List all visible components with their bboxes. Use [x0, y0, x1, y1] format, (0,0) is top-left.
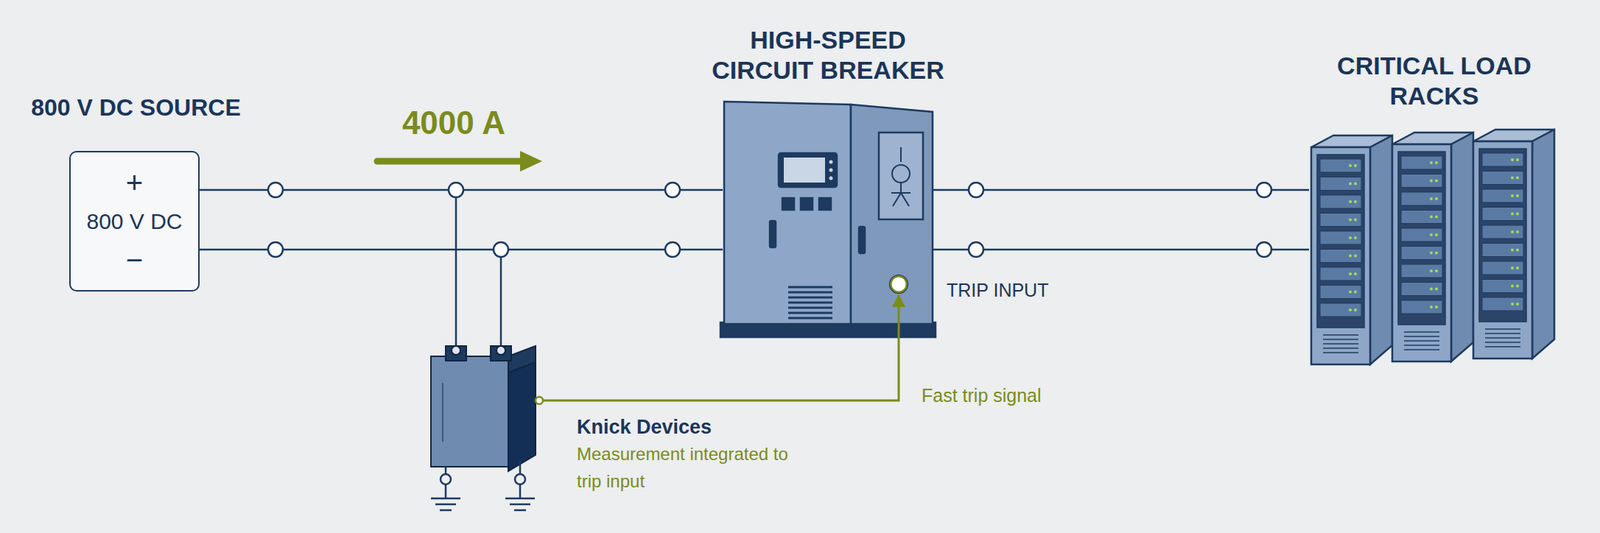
server-racks — [1311, 129, 1555, 365]
tap-wire — [455, 190, 501, 351]
polarity-sign: − — [125, 242, 143, 278]
voltage-label: 800 V DC — [86, 208, 182, 235]
breaker-node: HIGH-SPEED CIRCUIT BREAKER — [722, 101, 934, 337]
power-wire — [933, 189, 1310, 192]
signal-output-dot — [535, 397, 543, 405]
vent-slot — [788, 286, 833, 289]
node-heading: CRITICAL LOAD RACKS — [1323, 50, 1545, 112]
node-heading: 800 V DC SOURCE — [3, 93, 269, 122]
server-rack — [1392, 132, 1474, 362]
polarity-sign: + — [125, 165, 143, 201]
source-box: 800 V DC SOURCE+800 V DC− — [69, 151, 200, 292]
trip-input-port — [889, 275, 909, 294]
terminal-dot — [268, 182, 1272, 258]
ground-symbol — [430, 461, 535, 511]
device-node: Knick DevicesMeasurement integrated to t… — [428, 344, 537, 469]
port-label: TRIP INPUT — [946, 279, 1049, 302]
current-value: 4000 A — [402, 104, 506, 142]
breaker-cabinet — [720, 101, 936, 338]
server-rack — [1473, 129, 1555, 359]
device-name: Knick Devices — [576, 415, 798, 440]
node-heading: HIGH-SPEED CIRCUIT BREAKER — [699, 25, 957, 86]
trip-signal-line — [543, 295, 899, 401]
signal-label: Fast trip signal — [921, 385, 1042, 407]
vent-slot — [788, 312, 833, 315]
power-wire — [933, 248, 1310, 252]
vent-slots — [788, 287, 833, 319]
rack-node: CRITICAL LOAD RACKS — [1309, 127, 1560, 371]
vent-slot — [788, 307, 833, 310]
vent-slot — [788, 296, 833, 300]
server-rack — [1311, 135, 1393, 365]
vent-slot — [788, 317, 833, 320]
vent-slot — [788, 302, 833, 305]
vent-slot — [788, 291, 833, 294]
current-arrow — [377, 151, 543, 172]
knick-device-body — [430, 346, 536, 472]
device-note: Measurement integrated to trip input — [576, 440, 791, 496]
